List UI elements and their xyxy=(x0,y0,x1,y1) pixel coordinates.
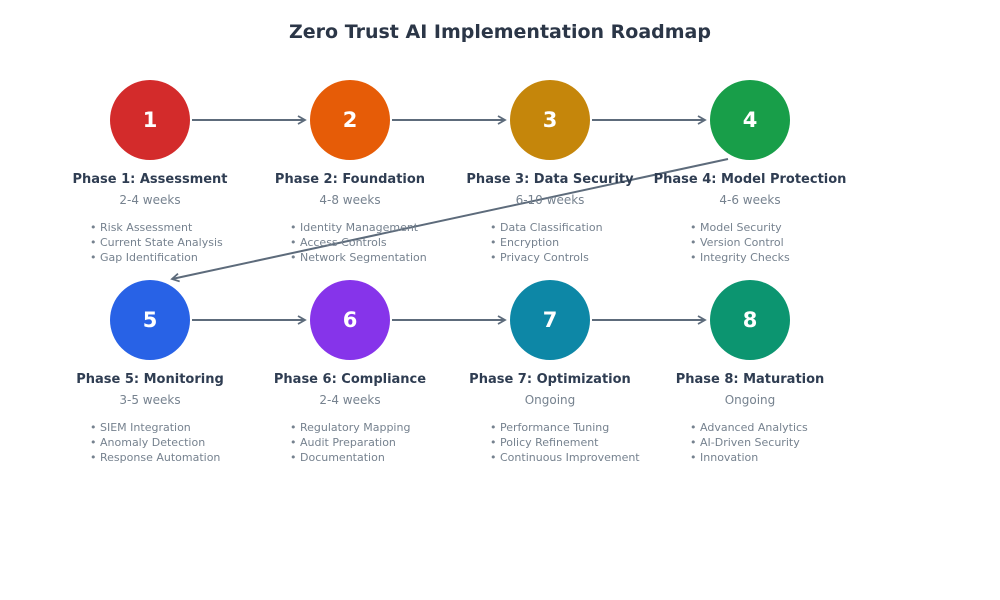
phase-item: Audit Preparation xyxy=(290,435,460,450)
phase-number-1: 1 xyxy=(142,108,158,132)
phase-items: Performance Tuning Policy Refinement Con… xyxy=(490,420,660,465)
phase-items: Identity Management Access Controls Netw… xyxy=(290,220,460,265)
phase-circle-3: 3 xyxy=(510,80,590,160)
phase-item: Access Controls xyxy=(290,235,460,250)
phase-number-6: 6 xyxy=(342,308,358,332)
phase-items: Model Security Version Control Integrity… xyxy=(690,220,860,265)
phase-info-4: Phase 4: Model Protection 4-6 weeks Mode… xyxy=(640,172,860,265)
phase-duration: Ongoing xyxy=(524,393,576,407)
phase-item: Privacy Controls xyxy=(490,250,660,265)
phase-circle-8: 8 xyxy=(710,280,790,360)
phase-info-3: Phase 3: Data Security 6-10 weeks Data C… xyxy=(440,172,660,265)
phase-item: Advanced Analytics xyxy=(690,420,860,435)
phase-items: Regulatory Mapping Audit Preparation Doc… xyxy=(290,420,460,465)
phase-items: Data Classification Encryption Privacy C… xyxy=(490,220,660,265)
phase-item: Model Security xyxy=(690,220,860,235)
phase-item: Policy Refinement xyxy=(490,435,660,450)
phase-circle-4: 4 xyxy=(710,80,790,160)
phase-item: Data Classification xyxy=(490,220,660,235)
phase-number-4: 4 xyxy=(742,108,758,132)
phase-item: Regulatory Mapping xyxy=(290,420,460,435)
phase-item: Performance Tuning xyxy=(490,420,660,435)
phase-item: Identity Management xyxy=(290,220,460,235)
phase-item: SIEM Integration xyxy=(90,420,260,435)
phase-item: Anomaly Detection xyxy=(90,435,260,450)
phase-item: Response Automation xyxy=(90,450,260,465)
page-title: Zero Trust AI Implementation Roadmap xyxy=(289,21,711,43)
phase-number-8: 8 xyxy=(742,308,758,332)
phase-circle-6: 6 xyxy=(310,280,390,360)
phase-info-6: Phase 6: Compliance 2-4 weeks Regulatory… xyxy=(240,372,460,465)
phase-duration: 4-8 weeks xyxy=(319,193,381,207)
phase-title: Phase 1: Assessment xyxy=(72,172,228,187)
phase-info-7: Phase 7: Optimization Ongoing Performanc… xyxy=(440,372,660,465)
phase-number-5: 5 xyxy=(142,308,158,332)
phase-info-5: Phase 5: Monitoring 3-5 weeks SIEM Integ… xyxy=(40,372,260,465)
phase-circle-1: 1 xyxy=(110,80,190,160)
phase-info-2: Phase 2: Foundation 4-8 weeks Identity M… xyxy=(240,172,460,265)
phase-circle-7: 7 xyxy=(510,280,590,360)
phase-number-2: 2 xyxy=(342,108,358,132)
phase-items: Risk Assessment Current State Analysis G… xyxy=(90,220,260,265)
phase-number-3: 3 xyxy=(542,108,558,132)
phase-info-1: Phase 1: Assessment 2-4 weeks Risk Asses… xyxy=(40,172,260,265)
phase-items: SIEM Integration Anomaly Detection Respo… xyxy=(90,420,260,465)
phase-item: Integrity Checks xyxy=(690,250,860,265)
phase-item: Risk Assessment xyxy=(90,220,260,235)
phase-number-7: 7 xyxy=(542,308,558,332)
phase-title: Phase 7: Optimization xyxy=(469,372,631,387)
phase-duration: 2-4 weeks xyxy=(119,193,181,207)
phase-duration: Ongoing xyxy=(724,393,776,407)
phase-circle-5: 5 xyxy=(110,280,190,360)
phase-items: Advanced Analytics AI-Driven Security In… xyxy=(690,420,860,465)
phase-title: Phase 3: Data Security xyxy=(466,172,634,187)
phase-item: Gap Identification xyxy=(90,250,260,265)
phase-title: Phase 4: Model Protection xyxy=(653,172,847,187)
phase-item: Encryption xyxy=(490,235,660,250)
phase-duration: 3-5 weeks xyxy=(119,393,181,407)
phase-duration: 6-10 weeks xyxy=(515,193,585,207)
phase-item: Documentation xyxy=(290,450,460,465)
phase-item: Continuous Improvement xyxy=(490,450,660,465)
phase-duration: 2-4 weeks xyxy=(319,393,381,407)
phase-circle-2: 2 xyxy=(310,80,390,160)
phase-item: Network Segmentation xyxy=(290,250,460,265)
phase-item: Innovation xyxy=(690,450,860,465)
phase-duration: 4-6 weeks xyxy=(719,193,781,207)
phase-item: Current State Analysis xyxy=(90,235,260,250)
phase-title: Phase 8: Maturation xyxy=(675,372,825,387)
phase-title: Phase 2: Foundation xyxy=(274,172,426,187)
phase-item: Version Control xyxy=(690,235,860,250)
phase-title: Phase 6: Compliance xyxy=(273,372,427,387)
phase-item: AI-Driven Security xyxy=(690,435,860,450)
phase-title: Phase 5: Monitoring xyxy=(76,372,224,387)
phase-info-8: Phase 8: Maturation Ongoing Advanced Ana… xyxy=(640,372,860,465)
